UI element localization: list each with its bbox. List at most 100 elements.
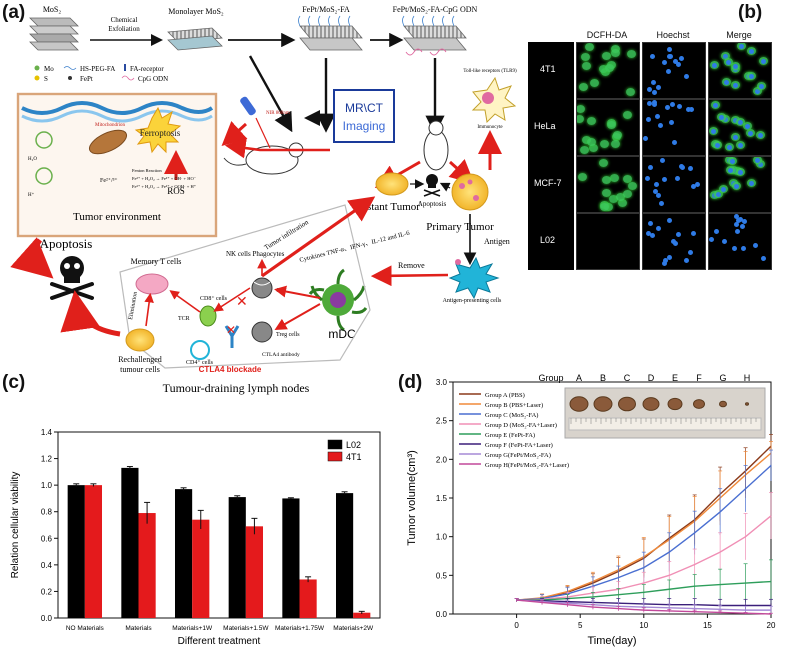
legend-swatch (327, 451, 343, 462)
svg-text:FePt: FePt (80, 75, 93, 83)
tumor-photo-h (745, 402, 749, 406)
micrograph-l02-0 (576, 213, 640, 270)
svg-text:Toll-like receptors (TLR9): Toll-like receptors (TLR9) (463, 69, 517, 74)
mic-row-strip (528, 42, 574, 99)
svg-text:FA-receptor: FA-receptor (130, 65, 164, 73)
y-tick-label: 1.5 (436, 494, 448, 503)
micrograph-mcf7-2 (708, 156, 772, 213)
y-tick-label: 2.5 (436, 417, 448, 426)
bar-4t1 (84, 485, 103, 618)
y-tick-label: 0.5 (436, 571, 448, 580)
inset-group-letter: H (744, 373, 751, 383)
bar-4t1 (353, 612, 371, 618)
series-line (516, 465, 772, 601)
svg-text:H₂O: H₂O (28, 157, 37, 162)
mouse-icon (223, 142, 304, 175)
y-axis-label: Tumor volume(cm³) (406, 450, 418, 546)
legend-label: Group B (PBS+Laser) (485, 402, 543, 409)
mic-column-hoechst: Hoechst (656, 30, 690, 40)
antigen-label: Antigen (484, 237, 510, 246)
svg-text:NIR 808nm: NIR 808nm (266, 111, 290, 116)
svg-text:Fe²⁺ + H₂O₂ → Fe³⁺ + OH· + HO⁻: Fe²⁺ + H₂O₂ → Fe³⁺ + OH· + HO⁻ (132, 176, 197, 181)
mos2-label: MoS₂ (43, 5, 62, 14)
svg-text:H⁺: H⁺ (28, 192, 35, 198)
inset-group-letter: C (624, 373, 631, 383)
svg-text:Cytokines TNF-α、IFN-γ、IL-12 an: Cytokines TNF-α、IFN-γ、IL-12 and IL-6 (299, 230, 411, 264)
bar-4t1 (138, 513, 156, 618)
mouse-icon-2 (423, 120, 449, 171)
rechallenged-tumour-icon (125, 328, 155, 352)
legend-label: Group G(FePt/MoS₂-FA) (485, 452, 551, 459)
x-tick-label: 5 (578, 621, 583, 630)
skull-big-icon (50, 256, 94, 300)
y-tick-label: 0.8 (41, 508, 53, 517)
bar-4t1 (192, 519, 210, 618)
y-tick-label: 0.0 (41, 614, 53, 623)
micrograph-4t1-1 (642, 42, 706, 99)
mic-row-strip (528, 213, 574, 270)
inset-group-letter: F (696, 373, 702, 383)
apc-icon (448, 256, 500, 300)
mic-column-merge: Merge (726, 30, 752, 40)
svg-text:NK cells Phagocytes: NK cells Phagocytes (226, 250, 285, 258)
svg-text:CpG ODN: CpG ODN (138, 75, 168, 83)
y-tick-label: 1.0 (41, 481, 53, 490)
block-x-icon-2: ✕ (226, 323, 236, 337)
bar-4t1 (299, 579, 317, 618)
svg-text:Treg cells: Treg cells (276, 332, 300, 338)
cd8-icon (199, 305, 217, 327)
micrograph-hela-0 (576, 99, 640, 156)
apoptosis-small-label: Apoptosis (418, 200, 447, 208)
x-tick-label: Materials+1W (172, 625, 213, 632)
x-tick-label: NO Materials (66, 625, 105, 632)
mic-row-label: HeLa (534, 121, 556, 131)
bar-l02 (174, 489, 193, 618)
svg-text:Memory T cells: Memory T cells (131, 257, 182, 266)
bar-l02 (335, 493, 354, 618)
x-tick-label: Materials+2W (333, 625, 374, 632)
x-tick-label: Materials+1.75W (275, 625, 325, 632)
mic-row-label: MCF-7 (534, 178, 562, 188)
svg-text:S: S (44, 75, 48, 83)
apoptosis-big-label: Apoptosis (40, 236, 93, 251)
x-tick-label: Materials+1.5W (223, 625, 269, 632)
ferroptosis-label: Ferroptosis (140, 128, 181, 138)
bar-4t1 (245, 526, 264, 618)
x-tick-label: 20 (767, 621, 776, 630)
tumor-photo-c (618, 396, 636, 412)
imaging-label-line1: MR\CT (345, 101, 384, 115)
series-line (516, 599, 772, 615)
bar-l02 (67, 485, 85, 618)
x-tick-label: 0 (514, 621, 519, 630)
primary-tumor-icon (451, 173, 489, 211)
mic-row-label: 4T1 (540, 64, 556, 74)
svg-text:Fe³⁺ + H₂O₂ → Fe²⁺ + OOH· + H⁺: Fe³⁺ + H₂O₂ → Fe²⁺ + OOH· + H⁺ (132, 184, 197, 189)
y-tick-label: 0.2 (41, 587, 53, 596)
mic-column-dcfh: DCFH-DA (586, 30, 628, 40)
immunocyte-icon (471, 76, 517, 124)
skull-small-icon (423, 174, 441, 197)
panel-label-d: (d) (398, 372, 423, 393)
imaging-label-line2: Imaging (343, 119, 386, 133)
series-line (516, 515, 772, 601)
fept-mos2-fa-icon (298, 15, 363, 51)
tumor-photo-f (693, 399, 705, 409)
tumor-photo-a (569, 396, 589, 412)
lymph-nodes-label: Tumour-draining lymph nodes (163, 381, 310, 395)
x-tick-label: Materials (125, 625, 152, 632)
mos2-stack-icon (29, 17, 79, 51)
memory-t-icon (135, 273, 169, 295)
micrograph-4t1-2 (708, 42, 772, 99)
mic-row-strip (528, 99, 574, 156)
legend-label: Group A (PBS) (485, 392, 525, 399)
bar-plot-frame (57, 431, 381, 619)
legend-label: Group F (FePt-FA+Laser) (485, 442, 553, 449)
block-x-icon: ✕ (236, 293, 248, 309)
y-tick-label: 3.0 (436, 378, 448, 387)
tumor-photo-d (642, 397, 660, 411)
svg-text:HS-PEG-FA: HS-PEG-FA (80, 65, 115, 73)
